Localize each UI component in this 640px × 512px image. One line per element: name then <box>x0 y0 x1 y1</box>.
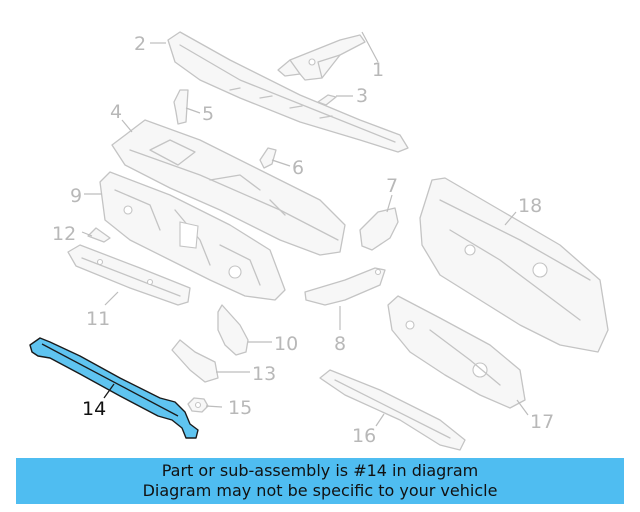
part-8 <box>304 267 386 306</box>
callout-2: 2 <box>134 33 146 55</box>
callout-16: 16 <box>352 425 376 447</box>
banner-line-1: Part or sub-assembly is #14 in diagram <box>161 461 479 480</box>
callout-10: 10 <box>274 333 298 355</box>
callout-17: 17 <box>530 411 554 433</box>
part-7 <box>359 207 399 251</box>
part-2 <box>167 31 409 153</box>
part-10 <box>217 304 249 356</box>
callout-13: 13 <box>252 363 276 385</box>
part-13 <box>171 339 219 383</box>
callout-5: 5 <box>202 103 214 125</box>
part-6 <box>259 147 277 169</box>
part-4 <box>111 119 346 256</box>
part-1 <box>277 34 366 81</box>
callout-4: 4 <box>110 101 122 123</box>
callout-7: 7 <box>386 175 398 197</box>
part-15 <box>187 397 209 413</box>
callout-6: 6 <box>292 157 304 179</box>
callout-15: 15 <box>228 397 252 419</box>
part-11 <box>67 244 191 306</box>
callout-9: 9 <box>70 185 82 207</box>
callout-11: 11 <box>86 308 110 330</box>
part-14-highlighted <box>29 337 199 439</box>
callout-12: 12 <box>52 223 76 245</box>
part-3 <box>317 94 337 106</box>
callout-leaders <box>81 31 529 427</box>
part-12 <box>87 227 111 243</box>
callout-3: 3 <box>356 85 368 107</box>
callout-labels: 1 2 3 4 5 6 7 8 9 10 11 12 13 14 15 16 1… <box>52 33 554 447</box>
part-9 <box>99 171 286 301</box>
callout-14: 14 <box>82 398 106 420</box>
part-5 <box>173 89 189 125</box>
callout-8: 8 <box>334 333 346 355</box>
part-16 <box>319 369 466 451</box>
banner-line-2: Diagram may not be specific to your vehi… <box>142 481 498 500</box>
callout-1: 1 <box>372 59 384 81</box>
callout-18: 18 <box>518 195 542 217</box>
part-17 <box>387 295 526 409</box>
part-18 <box>419 177 609 353</box>
info-banner: Part or sub-assembly is #14 in diagram D… <box>16 458 624 504</box>
